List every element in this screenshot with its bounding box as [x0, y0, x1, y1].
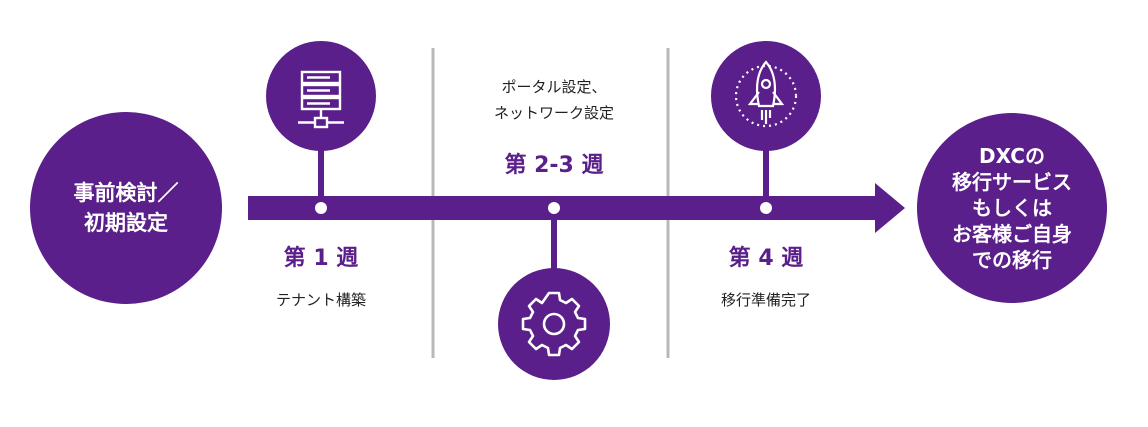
end-circle-line-1: DXCの: [979, 144, 1045, 168]
timeline-dot-1: [315, 202, 327, 214]
end-circle-line-2: 移行サービス: [952, 170, 1072, 194]
end-circle-label: DXCの 移行サービス もしくは お客様ご自身 での移行: [917, 113, 1107, 303]
server-network-icon: [298, 70, 344, 129]
start-circle-line-2: 初期設定: [84, 211, 168, 235]
timeline-dot-2: [548, 202, 560, 214]
timeline-arrowhead: [875, 183, 905, 233]
end-circle: [917, 113, 1107, 303]
start-circle-line-1: 事前検討／: [73, 181, 179, 205]
week-1-caption: テナント構築: [275, 291, 366, 309]
week-1-title: 第 1 週: [283, 246, 359, 271]
gear-circle: [498, 268, 610, 380]
start-circle: [30, 112, 222, 304]
week-2-3-title: 第 2-3 週: [504, 153, 604, 178]
week-4-title: 第 4 週: [728, 246, 804, 271]
start-circle-label: 事前検討／ 初期設定: [30, 112, 222, 304]
gear-icon: [521, 291, 587, 357]
end-circle-line-3: もしくは: [972, 196, 1052, 220]
week-4-caption: 移行準備完了: [720, 291, 811, 309]
rocket-icon: [734, 60, 798, 128]
end-circle-line-5: での移行: [972, 248, 1052, 272]
rocket-circle: [711, 41, 821, 151]
timeline-bar: [248, 196, 878, 220]
timeline-dot-3: [760, 202, 772, 214]
end-circle-line-4: お客様ご自身: [952, 222, 1072, 246]
week-2-3-caption-line-2: ネットワーク設定: [493, 104, 614, 122]
week-2-3-caption-line-1: ポータル設定、: [501, 78, 607, 96]
